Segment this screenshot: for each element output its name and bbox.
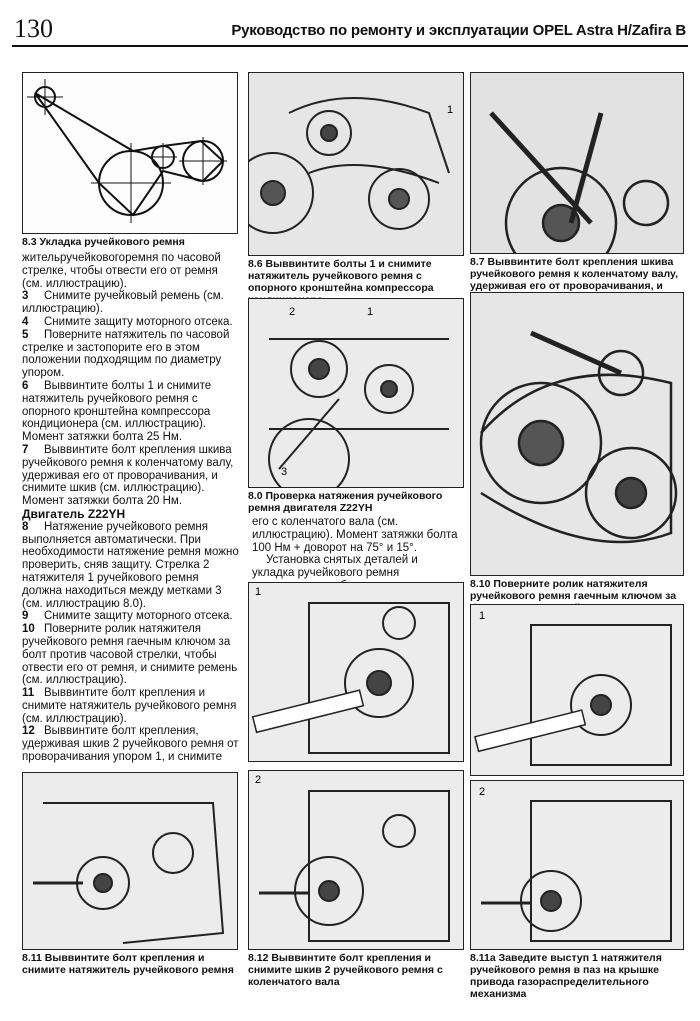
engine-photo-8-0: 2 1 3 [249, 299, 463, 487]
header-rule [12, 45, 688, 47]
figure-tension-check: 2 1 3 [248, 298, 464, 488]
middle-paragraph-1: его с коленчатого вала (см. иллюстрацию)… [252, 516, 458, 554]
figure-crankshaft-pulley [470, 72, 684, 254]
belt-routing-diagram [27, 79, 227, 223]
engine-photo-8-6: 1 [249, 73, 463, 255]
figure-8-12-part-1: 1 [248, 582, 464, 762]
running-header-title: Руководство по ремонту и эксплуатации OP… [231, 22, 686, 39]
engine-photo-8-11a-2: 2 [471, 781, 683, 949]
engine-photo-8-12-1: 1 [249, 583, 463, 761]
engine-photo-8-12-2: 2 [249, 771, 463, 949]
caption-8-0: 8.0 Проверка натяжения ручейкового ремня… [248, 490, 443, 514]
figure-tensioner-removal: 1 [248, 72, 464, 256]
intro-paragraph: жительручейковогоремня по часовой стрелк… [22, 252, 221, 290]
engine-photo-8-10 [471, 293, 683, 575]
caption-8-3: 8.3 Укладка ручейкового ремня [22, 236, 185, 248]
left-column-text: жительручейковогоремня по часовой стрелк… [22, 252, 240, 764]
page-number: 130 [14, 14, 53, 43]
engine-photo-8-11a-1: 1 [471, 605, 683, 775]
engine-photo-8-7 [471, 73, 683, 253]
caption-8-11a: 8.11а Заведите выступ 1 натяжителя ручей… [470, 952, 662, 1000]
label-1-tension: 1 [367, 306, 373, 318]
engine-photo-8-11 [23, 773, 237, 949]
figure-8-12-part-2: 2 [248, 770, 464, 950]
figure-8-11a-part-1: 1 [470, 604, 684, 776]
label-1: 1 [447, 104, 453, 116]
caption-8-12: 8.12 Выввинтите болт крепления и снимите… [248, 952, 443, 988]
figure-belt-tensioner-roller [470, 292, 684, 576]
label-3: 3 [281, 466, 287, 478]
label-2-8-11a: 2 [479, 786, 485, 798]
figure-8-11a-part-2: 2 [470, 780, 684, 950]
figure-remove-tensioner [22, 772, 238, 950]
label-2: 2 [289, 306, 295, 318]
section-title-z22yh: Двигатель Z22YH [22, 506, 126, 521]
caption-8-11: 8.11 Выввинтите болт крепления и снимите… [22, 952, 234, 976]
label-1-8-12: 1 [255, 586, 261, 598]
label-2-8-12: 2 [255, 774, 261, 786]
middle-column-text: его с коленчатого вала (см. иллюстрацию)… [252, 516, 462, 593]
figure-belt-routing [22, 72, 238, 234]
label-1-8-11a: 1 [479, 610, 485, 622]
